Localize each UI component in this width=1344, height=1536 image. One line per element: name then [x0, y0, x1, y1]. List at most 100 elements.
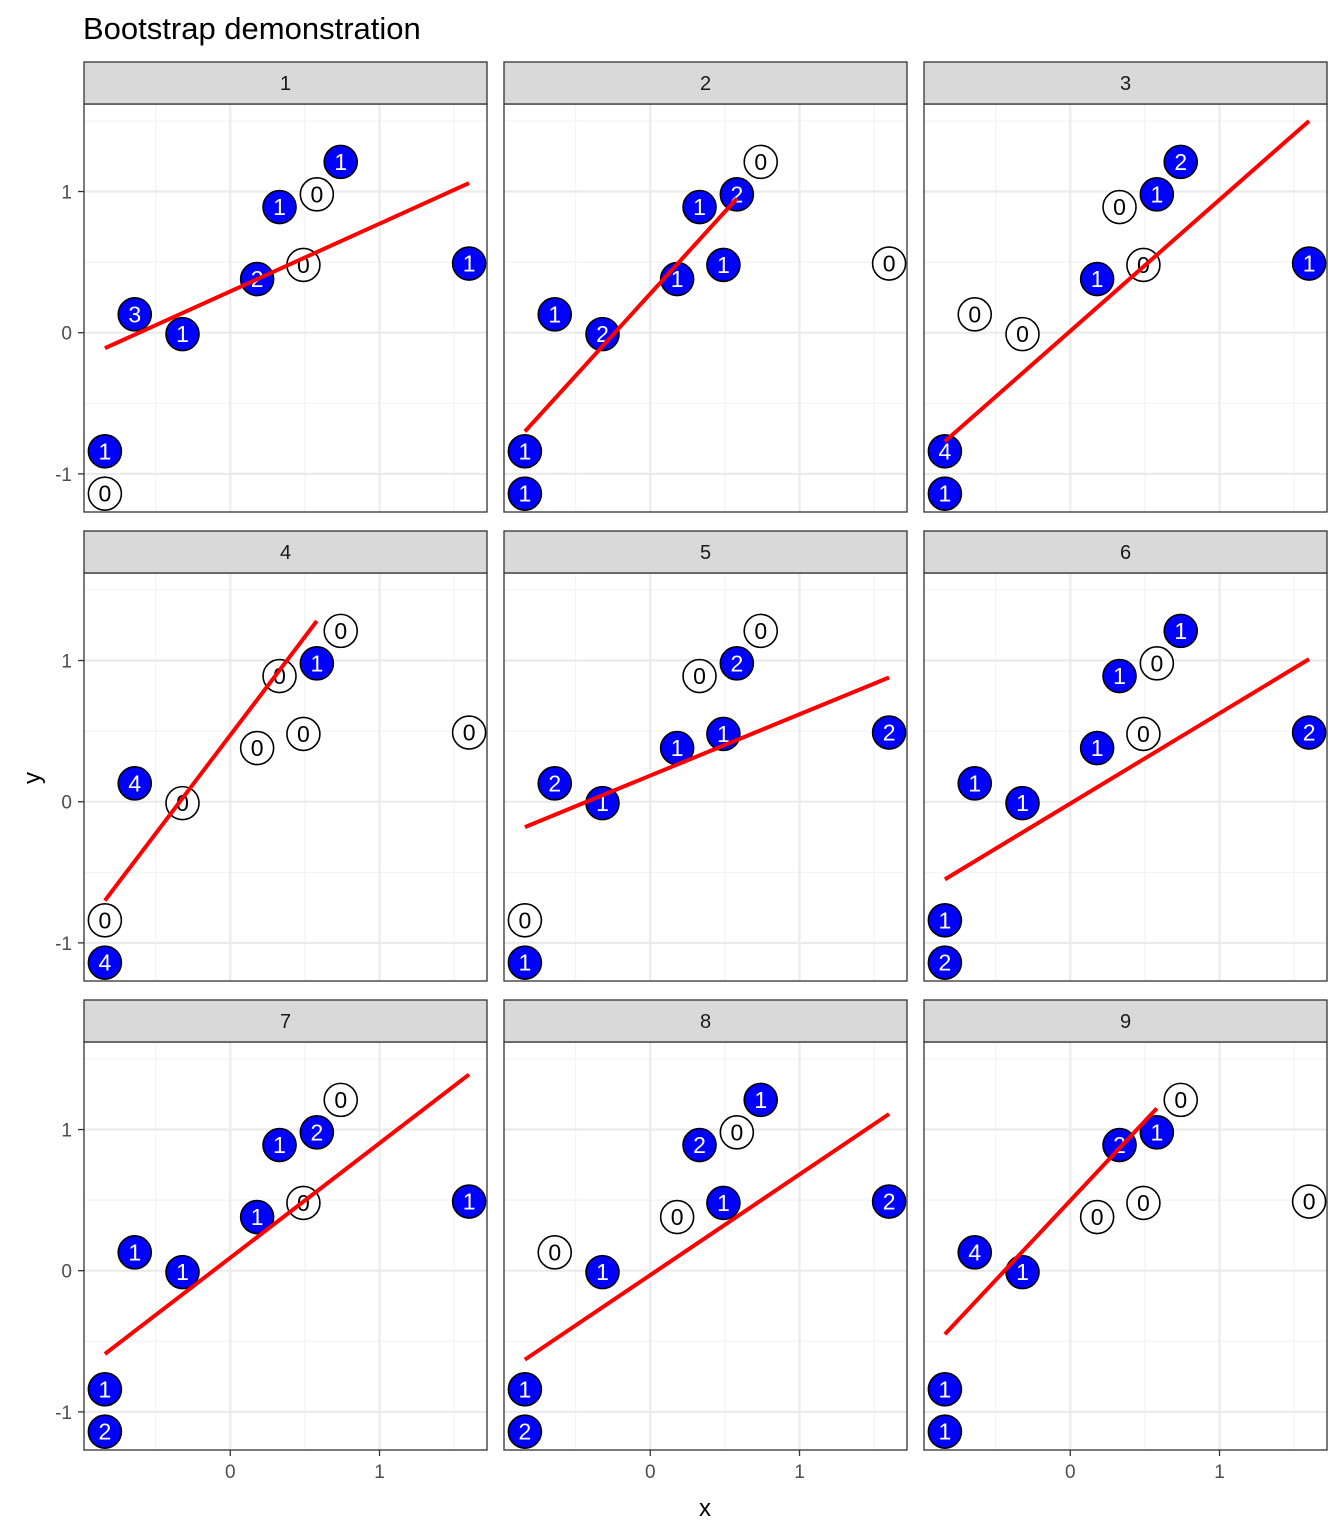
selected-point	[1291, 246, 1327, 281]
x-tick-label: 1	[374, 1462, 385, 1483]
point-count-label: 1	[548, 301, 561, 327]
strip-background	[83, 999, 488, 1043]
unselected-point	[871, 246, 907, 281]
unselected-point	[507, 902, 543, 938]
point-count-label: 2	[1303, 720, 1316, 746]
point-count-label: 1	[334, 149, 347, 175]
point-count-label: 1	[717, 721, 730, 747]
selected-point	[117, 297, 153, 332]
y-tick-label: 1	[61, 183, 72, 204]
unselected-point	[537, 1235, 573, 1270]
strip-label: 5	[700, 542, 711, 564]
selected-point	[719, 177, 755, 212]
point-count-label: 4	[938, 438, 951, 464]
point-count-label: 0	[754, 149, 767, 175]
point-count-label: 1	[518, 481, 531, 507]
selected-point	[117, 766, 153, 801]
data-layer: 0000141121	[927, 119, 1327, 511]
point-count-label: 0	[273, 663, 286, 689]
selected-point	[537, 766, 573, 801]
unselected-point	[957, 297, 993, 332]
fit-line	[524, 675, 890, 829]
point-count-label: 0	[334, 618, 347, 644]
unselected-point	[1005, 316, 1040, 352]
point-count-label: 2	[1174, 149, 1187, 175]
point-count-label: 0	[968, 301, 981, 327]
selected-point	[1291, 715, 1327, 750]
point-count-label: 0	[1091, 1204, 1104, 1230]
facet-grid: 00013121111-1010011121112200001411213000…	[55, 61, 1328, 1483]
point-count-label: 2	[883, 720, 896, 746]
panel-background	[84, 104, 487, 512]
point-count-label: 1	[938, 907, 951, 933]
selected-point	[1079, 261, 1115, 297]
y-tick-label: -1	[55, 465, 72, 486]
strip-label: 8	[700, 1011, 711, 1033]
point-count-label: 1	[1174, 618, 1187, 644]
strip-label: 6	[1120, 542, 1131, 564]
selected-point	[537, 297, 573, 332]
strip-label: 1	[280, 73, 291, 95]
selected-point	[1005, 1254, 1040, 1290]
point-count-label: 0	[310, 181, 323, 207]
point-count-label: 1	[518, 438, 531, 464]
point-count-label: 4	[98, 950, 111, 976]
point-count-label: 1	[1150, 181, 1163, 207]
selected-point	[719, 646, 755, 681]
selected-point	[117, 1235, 153, 1270]
selected-point	[451, 1184, 487, 1219]
point-count-label: 1	[518, 1376, 531, 1402]
selected-point	[743, 1082, 779, 1118]
selected-point	[706, 247, 741, 283]
point-count-label: 1	[273, 1132, 286, 1158]
point-count-label: 0	[1137, 1190, 1150, 1216]
point-count-label: 1	[754, 1087, 767, 1113]
strip-background	[923, 999, 1328, 1043]
point-count-label: 1	[98, 438, 111, 464]
point-count-label: 2	[98, 1419, 111, 1445]
panel-background	[84, 573, 487, 981]
unselected-point	[323, 1082, 359, 1118]
x-tick-label: 0	[1065, 1462, 1076, 1483]
fit-line	[103, 1072, 471, 1356]
strip-background	[923, 530, 1328, 574]
point-count-label: 4	[968, 1239, 981, 1265]
selected-point	[87, 945, 123, 980]
panel-background	[504, 573, 907, 981]
point-count-label: 0	[548, 1239, 561, 1265]
unselected-point	[1291, 1184, 1327, 1219]
fit-line	[943, 657, 1311, 882]
point-count-label: 2	[310, 1119, 323, 1145]
fit-line	[943, 119, 1311, 443]
facet-panel-3: 00001411213	[923, 61, 1328, 513]
selected-point	[927, 902, 963, 938]
selected-point	[682, 189, 717, 225]
selected-point	[262, 1127, 297, 1163]
strip-background	[83, 530, 488, 574]
fit-line	[523, 1112, 891, 1362]
selected-point	[682, 1127, 717, 1163]
data-layer: 0021111121	[87, 1072, 487, 1449]
point-count-label: 1	[1016, 790, 1029, 816]
point-count-label: 4	[128, 770, 141, 796]
selected-point	[927, 433, 963, 469]
selected-point	[871, 1184, 907, 1219]
selected-point	[507, 945, 543, 980]
point-count-label: 0	[1113, 194, 1126, 220]
y-tick-label: 1	[61, 652, 72, 673]
point-count-label: 0	[1016, 321, 1029, 347]
point-count-label: 1	[938, 1419, 951, 1445]
selected-point	[585, 316, 620, 352]
point-count-label: 2	[730, 650, 743, 676]
strip-label: 7	[280, 1011, 291, 1033]
unselected-point	[659, 1199, 695, 1235]
selected-point	[927, 1371, 963, 1407]
selected-point	[165, 316, 200, 352]
y-tick-label: 1	[61, 1121, 72, 1142]
